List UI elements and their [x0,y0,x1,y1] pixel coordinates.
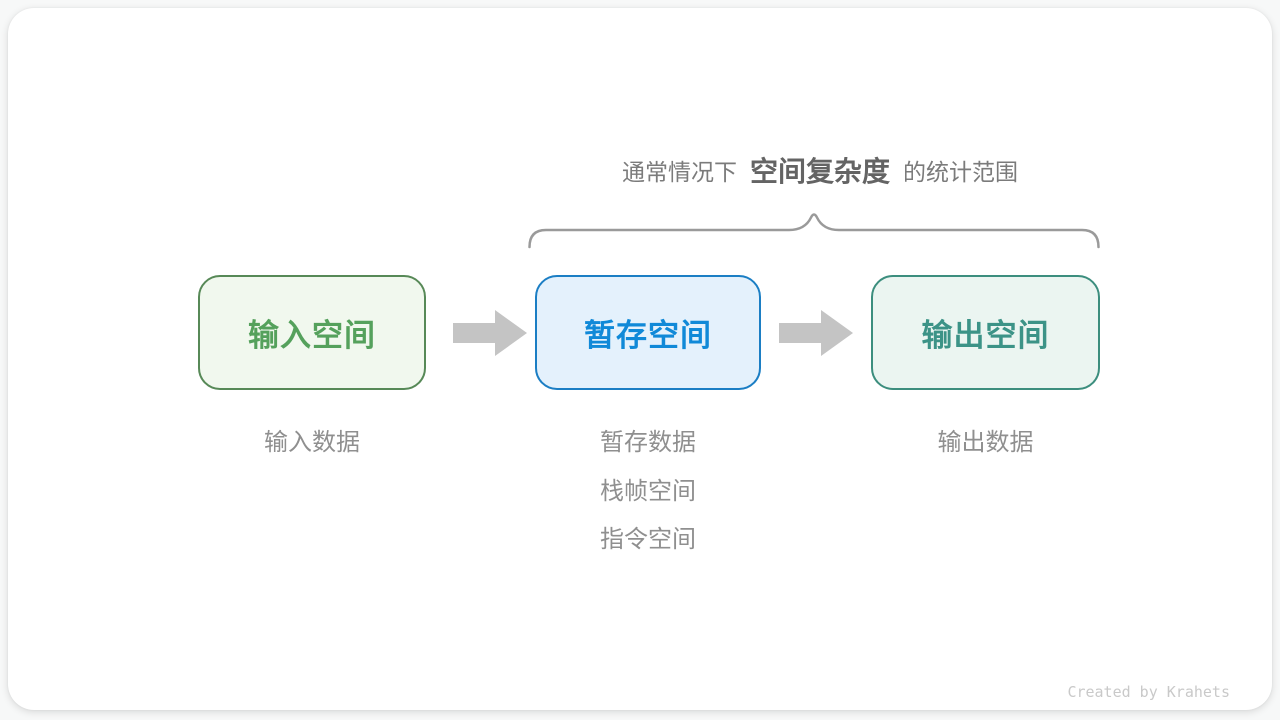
annotation-highlight: 空间复杂度 [749,156,890,187]
node-temp-space-label: 暂存空间 [584,318,712,353]
sublabel-input-data: 输入数据 [264,429,360,456]
sublabel-stack-frame-space: 栈帧空间 [600,477,696,505]
input-space-sublabels: 输入数据 [198,419,426,468]
output-space-sublabels: 输出数据 [871,419,1100,468]
credit-text: Created by Krahets [1067,683,1230,701]
sublabel-output-data: 输出数据 [937,429,1034,456]
arrow-right-icon [453,310,527,356]
annotation-title: 通常情况下空间复杂度的统计范围 [528,154,1112,190]
annotation-suffix: 的统计范围 [903,159,1018,185]
sublabel-instruction-space: 指令空间 [600,526,696,553]
sublabel-temp-data: 暂存数据 [600,429,696,456]
node-output-space: 输出空间 [871,275,1100,390]
node-output-space-label: 输出空间 [921,318,1050,353]
node-input-space-label: 输入空间 [248,318,376,353]
annotation-prefix: 通常情况下 [621,159,737,185]
diagram-card: 通常情况下空间复杂度的统计范围 输入空间 暂存空间 输出空间 [8,8,1272,710]
brace-icon [528,209,1100,249]
arrow-right-icon [779,310,853,356]
node-temp-space: 暂存空间 [535,275,761,390]
temp-space-sublabels: 暂存数据 栈帧空间 指令空间 [535,419,761,565]
node-input-space: 输入空间 [198,275,426,390]
